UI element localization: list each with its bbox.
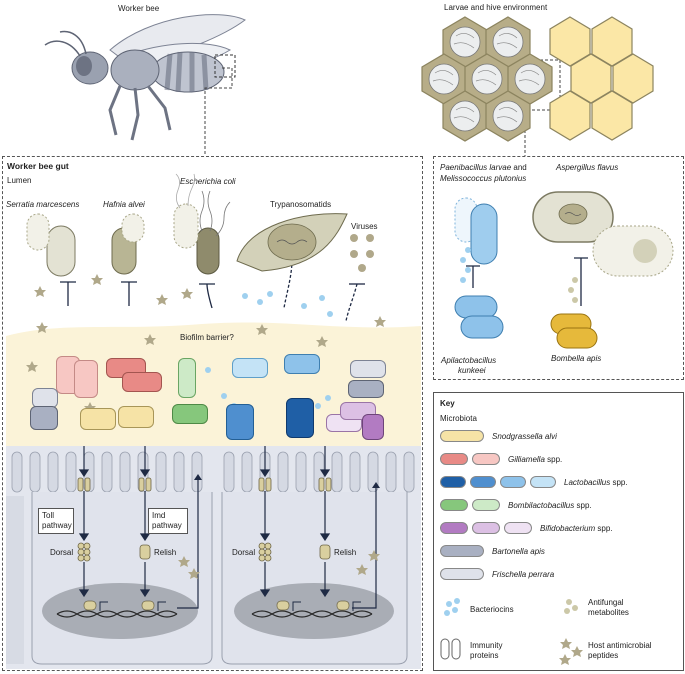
honeycomb-illustration — [421, 16, 654, 142]
antifungal-label-line2: metabolites — [588, 608, 629, 617]
host-peptides-label-line2: peptides — [588, 651, 619, 660]
serratia-label: Serratia marcescens — [6, 200, 80, 209]
gilliamella-cell — [74, 360, 98, 398]
key-swatch — [440, 499, 468, 511]
key-microbiota-label: Lactobacillus spp. — [564, 478, 628, 487]
key-panel — [433, 392, 684, 671]
key-swatch — [440, 568, 484, 580]
key-swatch — [472, 499, 500, 511]
trypanosomatids-label: Trypanosomatids — [270, 200, 332, 209]
key-swatch — [440, 522, 468, 534]
imd-label-line2: pathway — [152, 521, 182, 530]
gilliamella-cell — [122, 372, 162, 392]
worker-bee-label: Worker bee — [118, 4, 160, 13]
larvae-hive-label: Larvae and hive environment — [444, 3, 548, 12]
paenibacillus-label: Paenibacillus larvae and — [440, 163, 527, 172]
imd-pathway-box: Imd pathway — [148, 508, 188, 534]
snodgrassella-cell — [118, 406, 154, 428]
lumen-label: Lumen — [7, 176, 32, 185]
toll-pathway-box: Toll pathway — [38, 508, 74, 534]
relish-label-2: Relish — [334, 548, 357, 557]
key-microbiota-label: Frischella perrara — [492, 570, 555, 579]
key-swatch — [470, 476, 496, 488]
key-microbiota-label: Bombilactobacillus spp. — [508, 501, 592, 510]
antifungal-label-line1: Antifungal — [588, 598, 624, 607]
snodgrassella-cell — [80, 408, 116, 430]
key-swatch — [440, 545, 484, 557]
bombilactobacillus-cell — [172, 404, 208, 424]
lactobacillus-cell — [284, 354, 320, 374]
dorsal-label-2: Dorsal — [232, 548, 256, 557]
biofilm-label: Biofilm barrier? — [180, 333, 234, 342]
toll-label-line2: pathway — [42, 521, 72, 530]
microbiota-label: Microbiota — [440, 414, 477, 423]
key-title: Key — [440, 399, 455, 408]
frischella-cell — [348, 380, 384, 398]
host-peptides-label-line1: Host antimicrobial — [588, 641, 652, 650]
key-swatch — [440, 453, 468, 465]
dorsal-label-1: Dorsal — [50, 548, 74, 557]
relish-label-1: Relish — [154, 548, 177, 557]
key-microbiota-label: Bartonella apis — [492, 547, 545, 556]
apilactobacillus-label-line2: kunkeei — [458, 366, 486, 375]
apilactobacillus-label-line1: Apilactobacillus — [441, 356, 497, 365]
ecoli-label: Escherichia coli — [180, 177, 236, 186]
imd-label-line1: Imd — [152, 511, 166, 520]
bifidobacterium-cell — [362, 414, 384, 440]
bombella-label: Bombella apis — [551, 354, 602, 363]
immunity-label-line2: proteins — [470, 651, 499, 660]
key-swatch — [500, 476, 526, 488]
key-microbiota-label: Gilliamella spp. — [508, 455, 563, 464]
hive-pathogen-panel — [433, 156, 684, 380]
melissococcus-label: Melissococcus plutonius — [440, 174, 527, 183]
lactobacillus-cell — [286, 398, 314, 438]
bacteriocins-label: Bacteriocins — [470, 605, 514, 614]
key-swatch — [440, 476, 466, 488]
key-swatch — [440, 430, 484, 442]
frischella-cell — [350, 360, 386, 378]
key-swatch — [504, 522, 532, 534]
bartonella-cell — [30, 406, 58, 430]
bombilactobacillus-cell — [178, 358, 196, 398]
key-swatch — [472, 522, 500, 534]
key-bottom-symbols — [440, 598, 583, 665]
key-swatch — [530, 476, 556, 488]
gut-panel-title: Worker bee gut — [7, 161, 69, 171]
lactobacillus-cell — [226, 404, 254, 440]
key-microbiota-label: Bifidobacterium spp. — [540, 524, 613, 533]
key-swatch — [472, 453, 500, 465]
hafnia-label: Hafnia alvei — [103, 200, 145, 209]
immunity-label-line1: Immunity — [470, 641, 503, 650]
toll-label-line1: Toll — [42, 511, 55, 520]
aspergillus-label: Aspergillus flavus — [556, 163, 619, 172]
worker-bee-gut-panel — [2, 156, 423, 671]
lactobacillus-cell — [232, 358, 268, 378]
hive-pathogen-illustration — [454, 191, 674, 349]
key-microbiota-label: Snodgrassella alvi — [492, 432, 557, 441]
viruses-label: Viruses — [351, 222, 378, 231]
worker-bee-illustration — [44, 14, 246, 141]
bartonella-cell — [32, 388, 58, 408]
